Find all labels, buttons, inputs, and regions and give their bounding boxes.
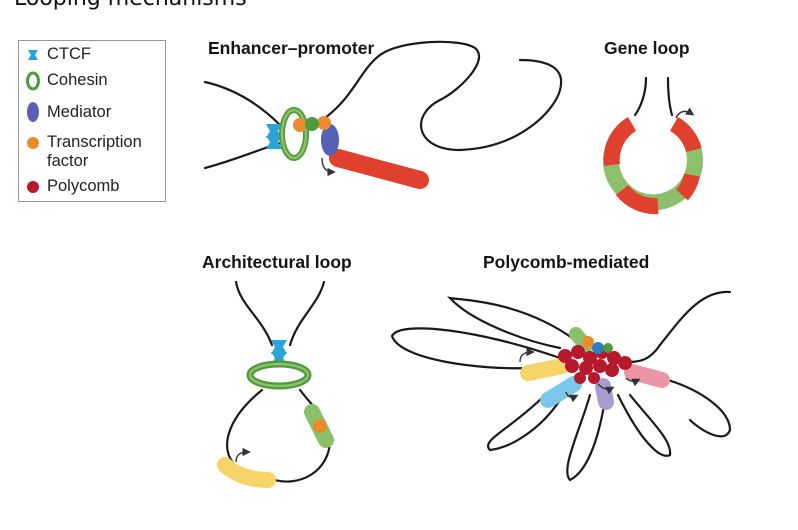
legend-label-polycomb: Polycomb [47,177,120,195]
legend-label-mediator: Mediator [47,103,112,121]
transcription-factor-icon [313,419,327,433]
polycomb-mediated-diagram [390,290,732,482]
mediator-icon [27,102,39,122]
dna-loop [487,393,562,452]
dna-loop [666,378,732,438]
cohesin-ring-icon [26,71,40,91]
transcription-factor-icon [27,137,39,149]
transcription-factor-icon [603,343,613,353]
architectural-loop-diagram [217,280,334,488]
transcription-factor-icon [317,116,331,130]
dna-strand [626,290,732,364]
dna-loop [616,393,672,457]
dna-loop [323,40,563,152]
transcription-factor-icon [582,336,594,348]
dna-strand [288,280,326,347]
gene-segment-yellow [217,457,276,488]
dna-strand [633,76,648,117]
transcription-factor-icon [293,118,307,132]
dna-strand [203,80,282,127]
ctcf-icon [271,340,287,354]
dna-strand [666,76,674,117]
transcription-factor-icon [305,117,319,131]
gene-segment-pink [624,364,670,388]
gene-segment-yellow [520,358,570,381]
polycomb-icon [27,181,39,193]
gene-segment-cyan [540,376,582,408]
dna-loop [390,327,562,370]
panel-title-polycomb-mediated: Polycomb-mediated [483,252,650,272]
dna-loop [566,393,607,482]
mediator-icon [321,124,339,156]
legend-label-ctcf: CTCF [47,45,91,63]
legend-label-transcription-factor: Transcription factor [47,133,142,170]
dna-loop [446,296,577,350]
legend-label-cohesin: Cohesin [47,71,108,89]
gene-segment-red [329,149,429,189]
panel-title-enhancer-promoter: Enhancer–promoter [208,38,375,58]
legend-box: CTCF Cohesin Mediator Transcription fact… [18,40,166,202]
ctcf-icon [266,124,282,138]
dna-strand [234,280,274,347]
enhancer-promoter-diagram [203,40,563,189]
ctcf-icon [266,136,282,149]
figure-title-cut: Looping mechanisms [14,0,247,11]
dna-loop [226,388,264,467]
polycomb-cluster [558,345,632,384]
mediator-icon [592,342,604,354]
ctcf-icon [28,50,38,60]
gene-loop-diagram [603,76,703,215]
panel-title-gene-loop: Gene loop [604,38,690,58]
panel-title-architectural-loop: Architectural loop [202,252,352,272]
